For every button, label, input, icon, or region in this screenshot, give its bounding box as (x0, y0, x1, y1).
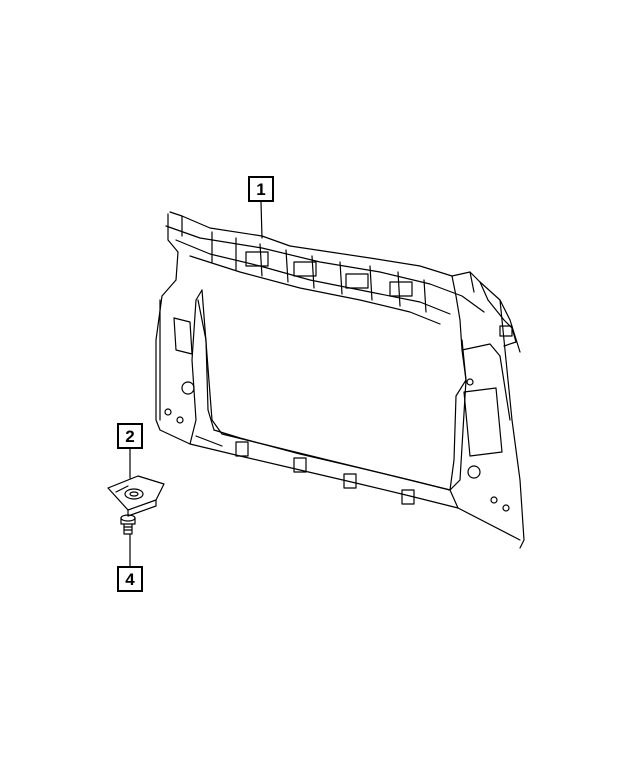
bracket-part (107, 475, 165, 517)
bolt-part (120, 514, 136, 535)
leader-line-1 (260, 201, 263, 239)
callout-1: 1 (248, 176, 274, 202)
callout-4: 4 (117, 566, 143, 592)
callout-2: 2 (117, 423, 143, 449)
radiator-support-assembly (155, 211, 525, 549)
